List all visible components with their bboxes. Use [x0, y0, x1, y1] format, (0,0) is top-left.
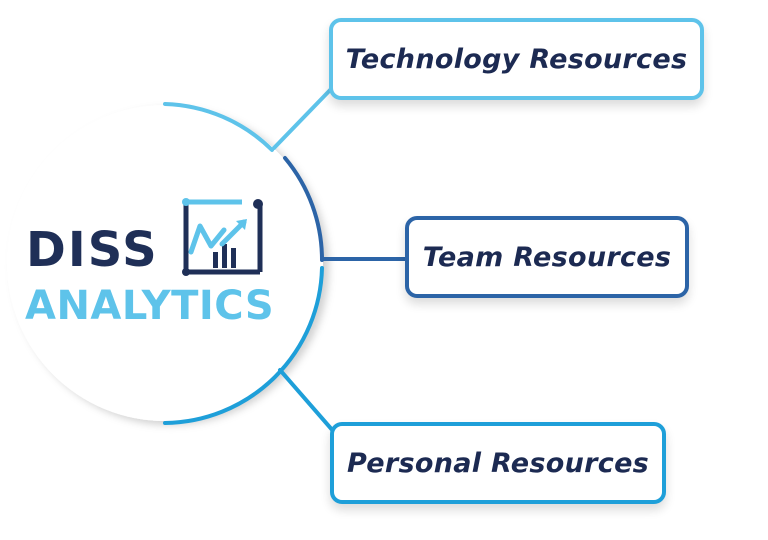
- arc-bottom: [163, 266, 324, 425]
- personal-resources-box: Personal Resources: [330, 422, 666, 504]
- team-resources-label: Team Resources: [422, 241, 672, 273]
- logo-text-diss: DISS: [26, 222, 159, 278]
- technology-resources-box: Technology Resources: [329, 18, 704, 100]
- arc-middle: [283, 156, 324, 262]
- arc-top: [163, 102, 274, 152]
- logo-text-analytics: ANALYTICS: [25, 283, 275, 329]
- hub-circle: [7, 105, 323, 421]
- team-resources-box: Team Resources: [405, 216, 689, 298]
- connector-technology: [272, 84, 336, 150]
- personal-resources-label: Personal Resources: [346, 447, 650, 479]
- connector-personal: [278, 368, 336, 434]
- technology-resources-label: Technology Resources: [345, 43, 688, 75]
- chart-trend-icon: [182, 198, 263, 276]
